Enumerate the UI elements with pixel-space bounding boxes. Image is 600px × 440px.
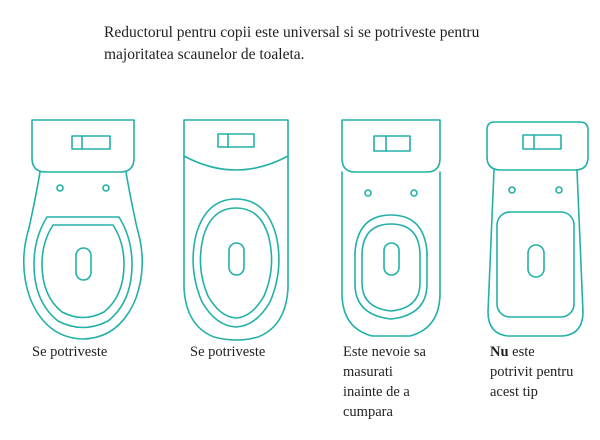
- bolt-hole-left-icon: [508, 186, 516, 194]
- caption-3-line-1: Este nevoie sa: [343, 344, 426, 360]
- tank-outline: [31, 119, 135, 173]
- intro-text-line-1: Reductorul pentru copii este universal s…: [104, 24, 480, 41]
- flush-plate-icon: [71, 135, 111, 150]
- bowl-outer-outline: [487, 169, 584, 337]
- caption-toilet-2: Se potriveste: [190, 342, 330, 362]
- seat-inner-outline: [41, 224, 125, 319]
- intro-text: Reductorul pentru copii este universal s…: [104, 22, 534, 66]
- seat-outer-outline: [33, 216, 133, 329]
- toilet-diagram-square: [475, 112, 595, 342]
- tank-outline: [341, 119, 441, 173]
- seat-outer-outline: [192, 198, 280, 328]
- toilet-diagram-narrow-oval: [330, 112, 465, 342]
- bolt-hole-left-icon: [56, 184, 64, 192]
- caption-1-line-1: Se potriveste: [32, 344, 108, 360]
- bolt-hole-left-icon: [364, 189, 372, 197]
- intro-text-line-2: majoritatea scaunelor de toaleta.: [104, 46, 305, 63]
- bowl-outer-outline: [22, 171, 144, 340]
- bowl-outer-outline: [183, 155, 289, 341]
- caption-4-line-1-rest: este: [508, 344, 535, 360]
- seat-inner-outline: [199, 207, 273, 319]
- caption-2-line-1: Se potriveste: [190, 344, 266, 360]
- toilet-round-two-piece-svg: [22, 119, 144, 340]
- caption-toilet-4: Nu este potrivit pentru acest tip: [490, 342, 600, 402]
- caption-4-line-1: Nu este: [490, 342, 600, 362]
- toilet-square-svg: [486, 121, 589, 337]
- seat-hinge-hole-icon: [527, 244, 545, 278]
- bowl-outer-outline: [341, 171, 441, 337]
- bolt-hole-right-icon: [555, 186, 563, 194]
- seat-inner-outline: [361, 223, 421, 312]
- caption-toilet-3: Este nevoie sa masurati inainte de a cum…: [343, 342, 468, 422]
- caption-toilet-1: Se potriveste: [32, 342, 172, 362]
- seat-hinge-hole-icon: [75, 247, 92, 281]
- caption-3-line-3: inainte de a: [343, 384, 410, 400]
- caption-4-emphasis: Nu: [490, 344, 509, 360]
- tank-outline: [183, 119, 289, 171]
- seat-hinge-hole-icon: [228, 242, 245, 276]
- bolt-hole-right-icon: [410, 189, 418, 197]
- bolt-hole-right-icon: [102, 184, 110, 192]
- toilet-narrow-oval-svg: [341, 119, 441, 337]
- caption-3-line-2: masurati: [343, 364, 393, 380]
- seat-outer-outline: [496, 211, 575, 318]
- flush-plate-icon: [373, 135, 411, 152]
- flush-plate-icon: [522, 134, 562, 150]
- tank-outline: [486, 121, 589, 171]
- caption-3-line-4: cumpara: [343, 404, 393, 420]
- toilet-diagram-round-two-piece: [16, 112, 166, 342]
- seat-hinge-hole-icon: [383, 242, 400, 276]
- caption-4-line-3: acest tip: [490, 384, 538, 400]
- seat-outer-outline: [354, 214, 428, 320]
- toilet-one-piece-svg: [183, 119, 289, 341]
- toilet-diagram-one-piece-oval: [172, 112, 317, 342]
- toilet-diagram-row: [0, 112, 600, 342]
- caption-4-line-2: potrivit pentru: [490, 364, 574, 380]
- flush-plate-icon: [217, 133, 255, 148]
